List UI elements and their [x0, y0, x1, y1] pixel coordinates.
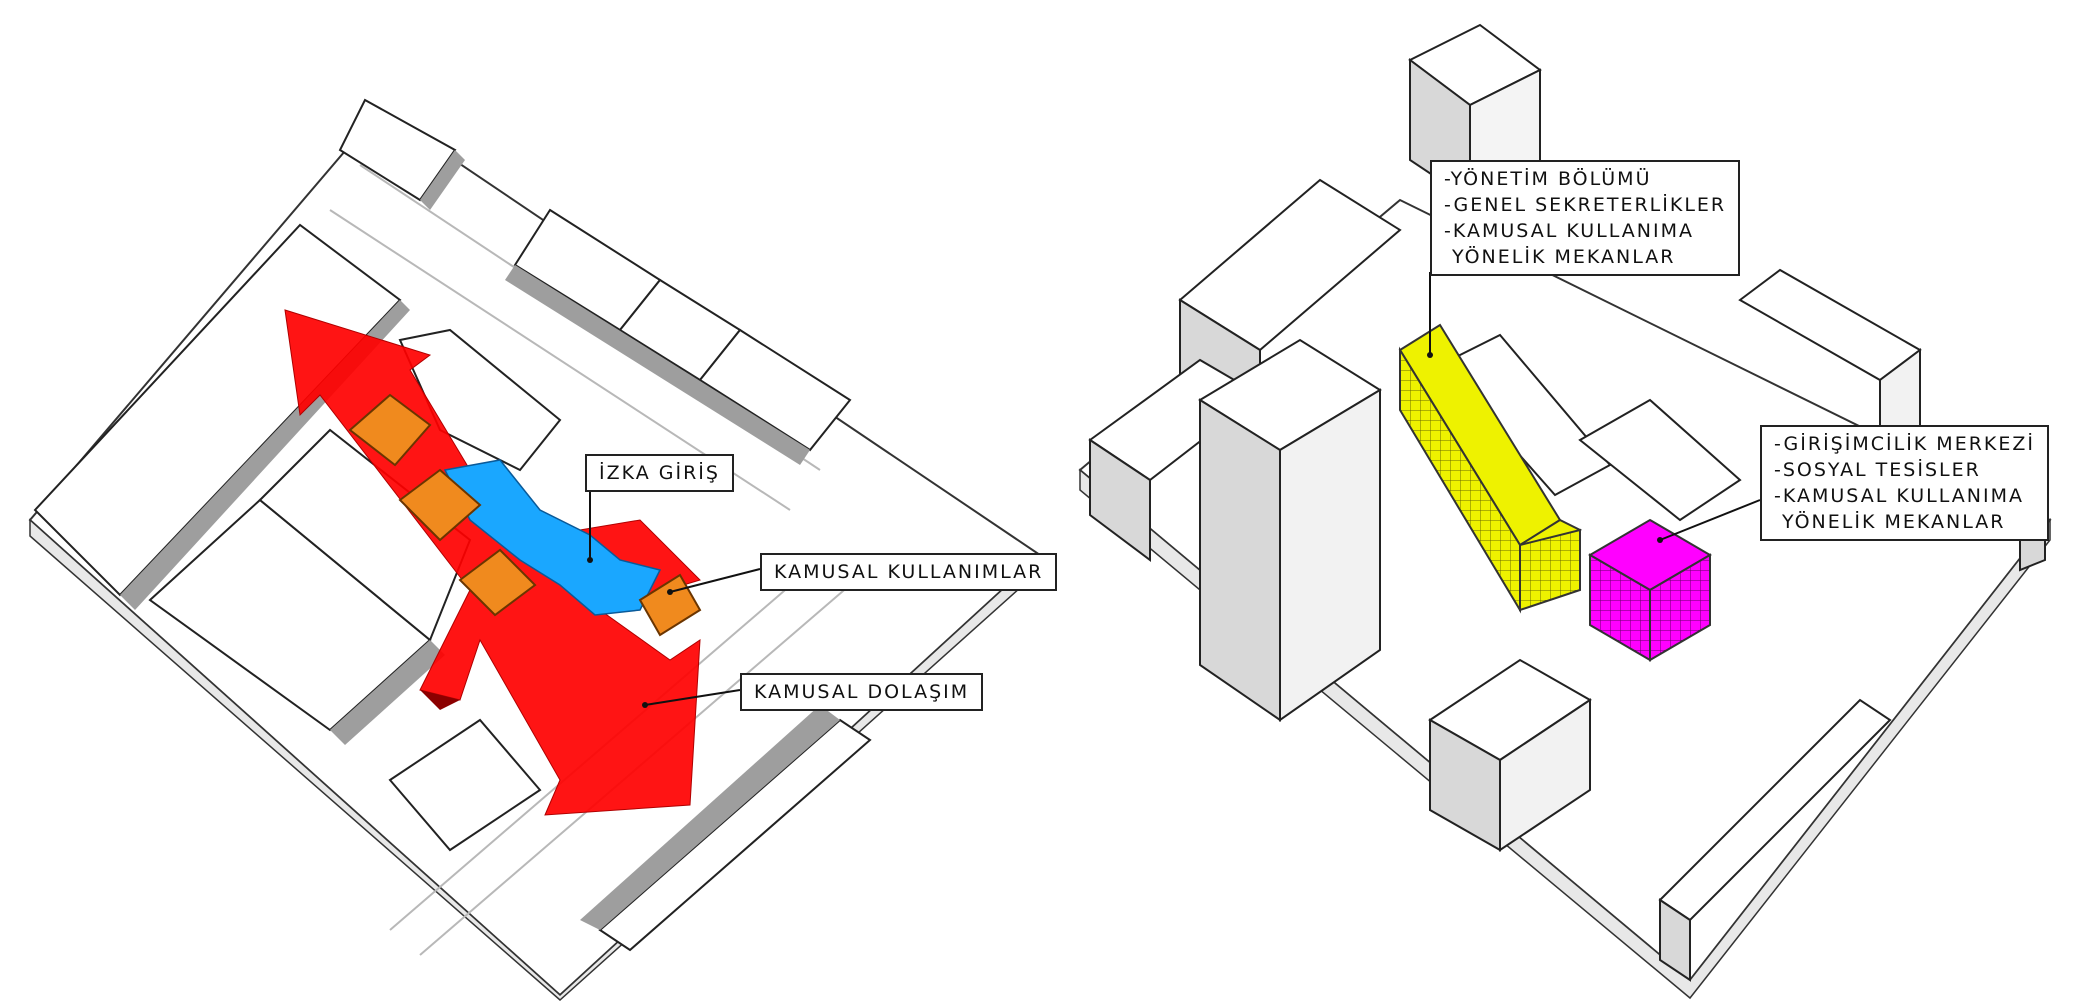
entrance-area	[443, 459, 662, 616]
circulation-arrow-shadow	[420, 690, 460, 710]
management-label: -YÖNETİM BÖLÜMÜ -GENEL SEKRETERLİKLER -K…	[1430, 160, 1741, 276]
management-line-3: -KAMUSAL KULLANIMA	[1444, 220, 1694, 242]
entrepreneurship-leader-dot	[1657, 537, 1663, 543]
building-s	[388, 718, 542, 852]
entrepreneurship-right	[1649, 553, 1711, 662]
management-line-4: YÖNELİK MEKANLAR	[1444, 246, 1676, 268]
management-block-front	[1519, 528, 1581, 612]
entrepreneurship-label: -GİRİŞİMCİLİK MERKEZİ -SOSYAL TESİSLER -…	[1760, 425, 2049, 541]
management-leader-dot	[1427, 352, 1433, 358]
circulation-leader	[644, 689, 741, 706]
public-use-1	[348, 393, 432, 467]
circulation-label-text: KAMUSAL DOLAŞIM	[754, 681, 970, 703]
entrance-leader-dot	[587, 557, 593, 563]
building-se-shadow	[580, 705, 840, 930]
public-uses-leader-dot	[667, 589, 673, 595]
management-line-1: -YÖNETİM BÖLÜMÜ	[1444, 168, 1652, 190]
public-uses-label: KAMUSAL KULLANIMLAR	[760, 553, 1058, 591]
entrepreneurship-line-2: -SOSYAL TESİSLER	[1774, 459, 1981, 481]
public-uses-leader	[669, 568, 761, 593]
public-use-3	[458, 548, 537, 617]
left-site-plan	[28, 98, 1042, 1002]
public-use-4	[638, 573, 702, 637]
white-roof-block-2	[1578, 398, 1742, 522]
building-s-right	[1499, 698, 1591, 852]
entrance-label-text: İZKA GİRİŞ	[599, 462, 720, 484]
entrepreneurship-leader	[1659, 499, 1761, 541]
building-w2-side	[1089, 438, 1151, 562]
tower-center-left	[1199, 398, 1281, 722]
public-use-2	[398, 468, 482, 542]
entrepreneurship-line-1: -GİRİŞİMCİLİK MERKEZİ	[1774, 433, 2035, 455]
building-nw-1-shadow	[420, 150, 465, 210]
building-se-side	[1659, 898, 1691, 982]
building-ne-shadow	[505, 265, 810, 465]
building-sw-shadow	[330, 640, 445, 745]
right-site-massing	[1078, 23, 2052, 1000]
circulation-label: KAMUSAL DOLAŞIM	[740, 673, 984, 711]
entrepreneurship-line-3: -KAMUSAL KULLANIMA	[1774, 485, 2024, 507]
tower-center-right	[1279, 388, 1381, 722]
public-uses-label-text: KAMUSAL KULLANIMLAR	[774, 561, 1044, 583]
entrepreneurship-line-4: YÖNELİK MEKANLAR	[1774, 511, 2006, 533]
entrance-label: İZKA GİRİŞ	[585, 454, 734, 492]
management-line-2: -GENEL SEKRETERLİKLER	[1444, 194, 1727, 216]
circulation-leader-dot	[642, 702, 648, 708]
building-e-top	[1738, 268, 1922, 382]
